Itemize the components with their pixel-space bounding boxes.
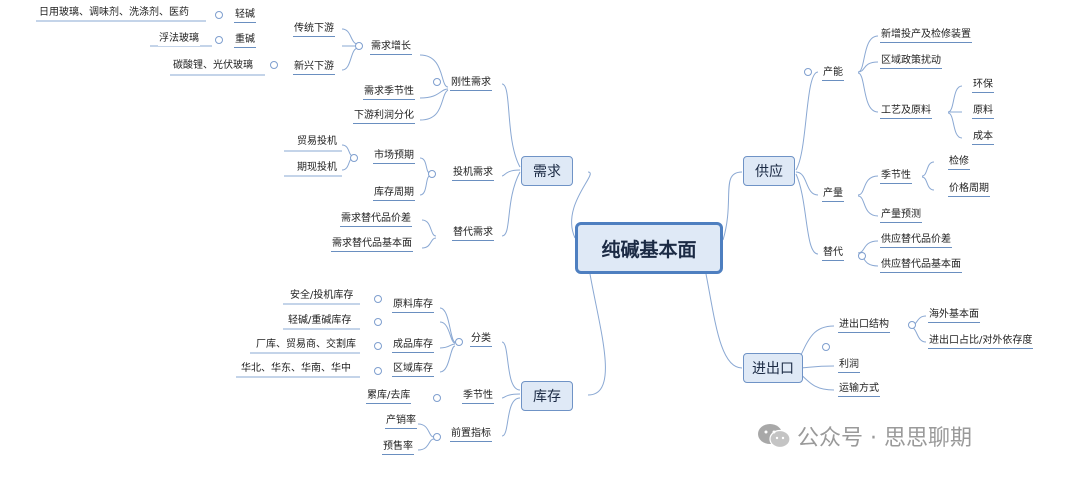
node-inventory-seasonality[interactable]: 季节性 [462,389,494,404]
node-demand-seasonality[interactable]: 需求季节性 [363,85,415,100]
node-trade-speculation[interactable]: 贸易投机 [296,135,338,149]
node-presale-rate[interactable]: 预售率 [382,440,414,455]
node-output-forecast[interactable]: 产量预测 [880,208,922,223]
node-trade-structure[interactable]: 进出口结构 [838,318,890,333]
branch-inventory[interactable]: 库存 [521,381,573,411]
node-regional-policy[interactable]: 区域政策扰动 [880,54,942,69]
node-futures-speculation[interactable]: 期现投机 [296,161,338,175]
node-rigid-demand[interactable]: 刚性需求 [450,76,492,91]
node-light-alkali-uses[interactable]: 日用玻璃、调味剂、洗涤剂、医药 [38,6,190,20]
node-substitution[interactable]: 替代 [822,246,844,261]
node-demand-substitute-price-diff[interactable]: 需求替代品价差 [340,212,412,227]
node-heavy-alkali[interactable]: 重碱 [234,33,256,48]
node-environmental[interactable]: 环保 [972,78,994,93]
node-heavy-alkali-uses[interactable]: 浮法玻璃 [158,32,200,46]
node-supply-substitute-fundamentals[interactable]: 供应替代品基本面 [880,258,962,273]
node-supply-seasonality[interactable]: 季节性 [880,169,912,184]
node-classification[interactable]: 分类 [470,332,492,347]
node-raw-stock-items[interactable]: 安全/投机库存 [289,289,355,303]
node-trade-ratio[interactable]: 进出口占比/对外依存度 [928,334,1034,349]
root-node[interactable]: 纯碱基本面 [575,222,723,274]
node-maintenance[interactable]: 检修 [948,155,970,170]
node-price-cycle[interactable]: 价格周期 [948,182,990,197]
branch-demand[interactable]: 需求 [521,156,573,186]
node-leading-indicators[interactable]: 前置指标 [450,427,492,442]
node-profit[interactable]: 利润 [838,358,860,373]
node-new-capacity[interactable]: 新增投产及检修装置 [880,28,972,43]
branch-trade[interactable]: 进出口 [743,353,803,383]
node-raw-stock[interactable]: 原料库存 [392,298,434,313]
node-cost[interactable]: 成本 [972,130,994,145]
node-speculative-demand[interactable]: 投机需求 [452,166,494,181]
node-profit-divergence[interactable]: 下游利润分化 [353,109,415,124]
node-production-rate[interactable]: 产销率 [385,414,417,429]
node-regional-stock-items[interactable]: 华北、华东、华南、华中 [240,362,352,376]
node-light-heavy-stock[interactable]: 轻碱/重碱库存 [287,314,353,328]
node-new-downstream-uses[interactable]: 碳酸锂、光伏玻璃 [172,59,254,73]
watermark-text: 公众号 · 思思聊期 [797,426,972,451]
node-product-stock-items[interactable]: 厂库、贸易商、交割库 [255,338,357,352]
node-new-downstream[interactable]: 新兴下游 [293,60,335,75]
node-capacity[interactable]: 产能 [822,66,844,81]
node-transport[interactable]: 运输方式 [838,382,880,397]
watermark: 公众号 · 思思聊期 [757,420,972,452]
branch-supply[interactable]: 供应 [743,156,795,186]
node-regional-stock[interactable]: 区域库存 [392,362,434,377]
node-process-raw[interactable]: 工艺及原料 [880,104,932,119]
node-traditional-downstream[interactable]: 传统下游 [293,22,335,37]
node-inventory-cycle[interactable]: 库存周期 [373,186,415,201]
node-supply-substitute-price-diff[interactable]: 供应替代品价差 [880,233,952,248]
wechat-icon [758,424,791,449]
node-substitute-demand[interactable]: 替代需求 [452,226,494,241]
node-demand-substitute-fundamentals[interactable]: 需求替代品基本面 [331,237,413,252]
node-output[interactable]: 产量 [822,187,844,202]
node-raw-material[interactable]: 原料 [972,104,994,119]
node-market-expectation[interactable]: 市场预期 [373,149,415,164]
node-demand-growth[interactable]: 需求增长 [370,40,412,55]
node-product-stock[interactable]: 成品库存 [392,338,434,353]
node-overseas-fundamentals[interactable]: 海外基本面 [928,308,980,323]
node-build-draw[interactable]: 累库/去库 [366,389,412,404]
node-light-alkali[interactable]: 轻碱 [234,8,256,23]
